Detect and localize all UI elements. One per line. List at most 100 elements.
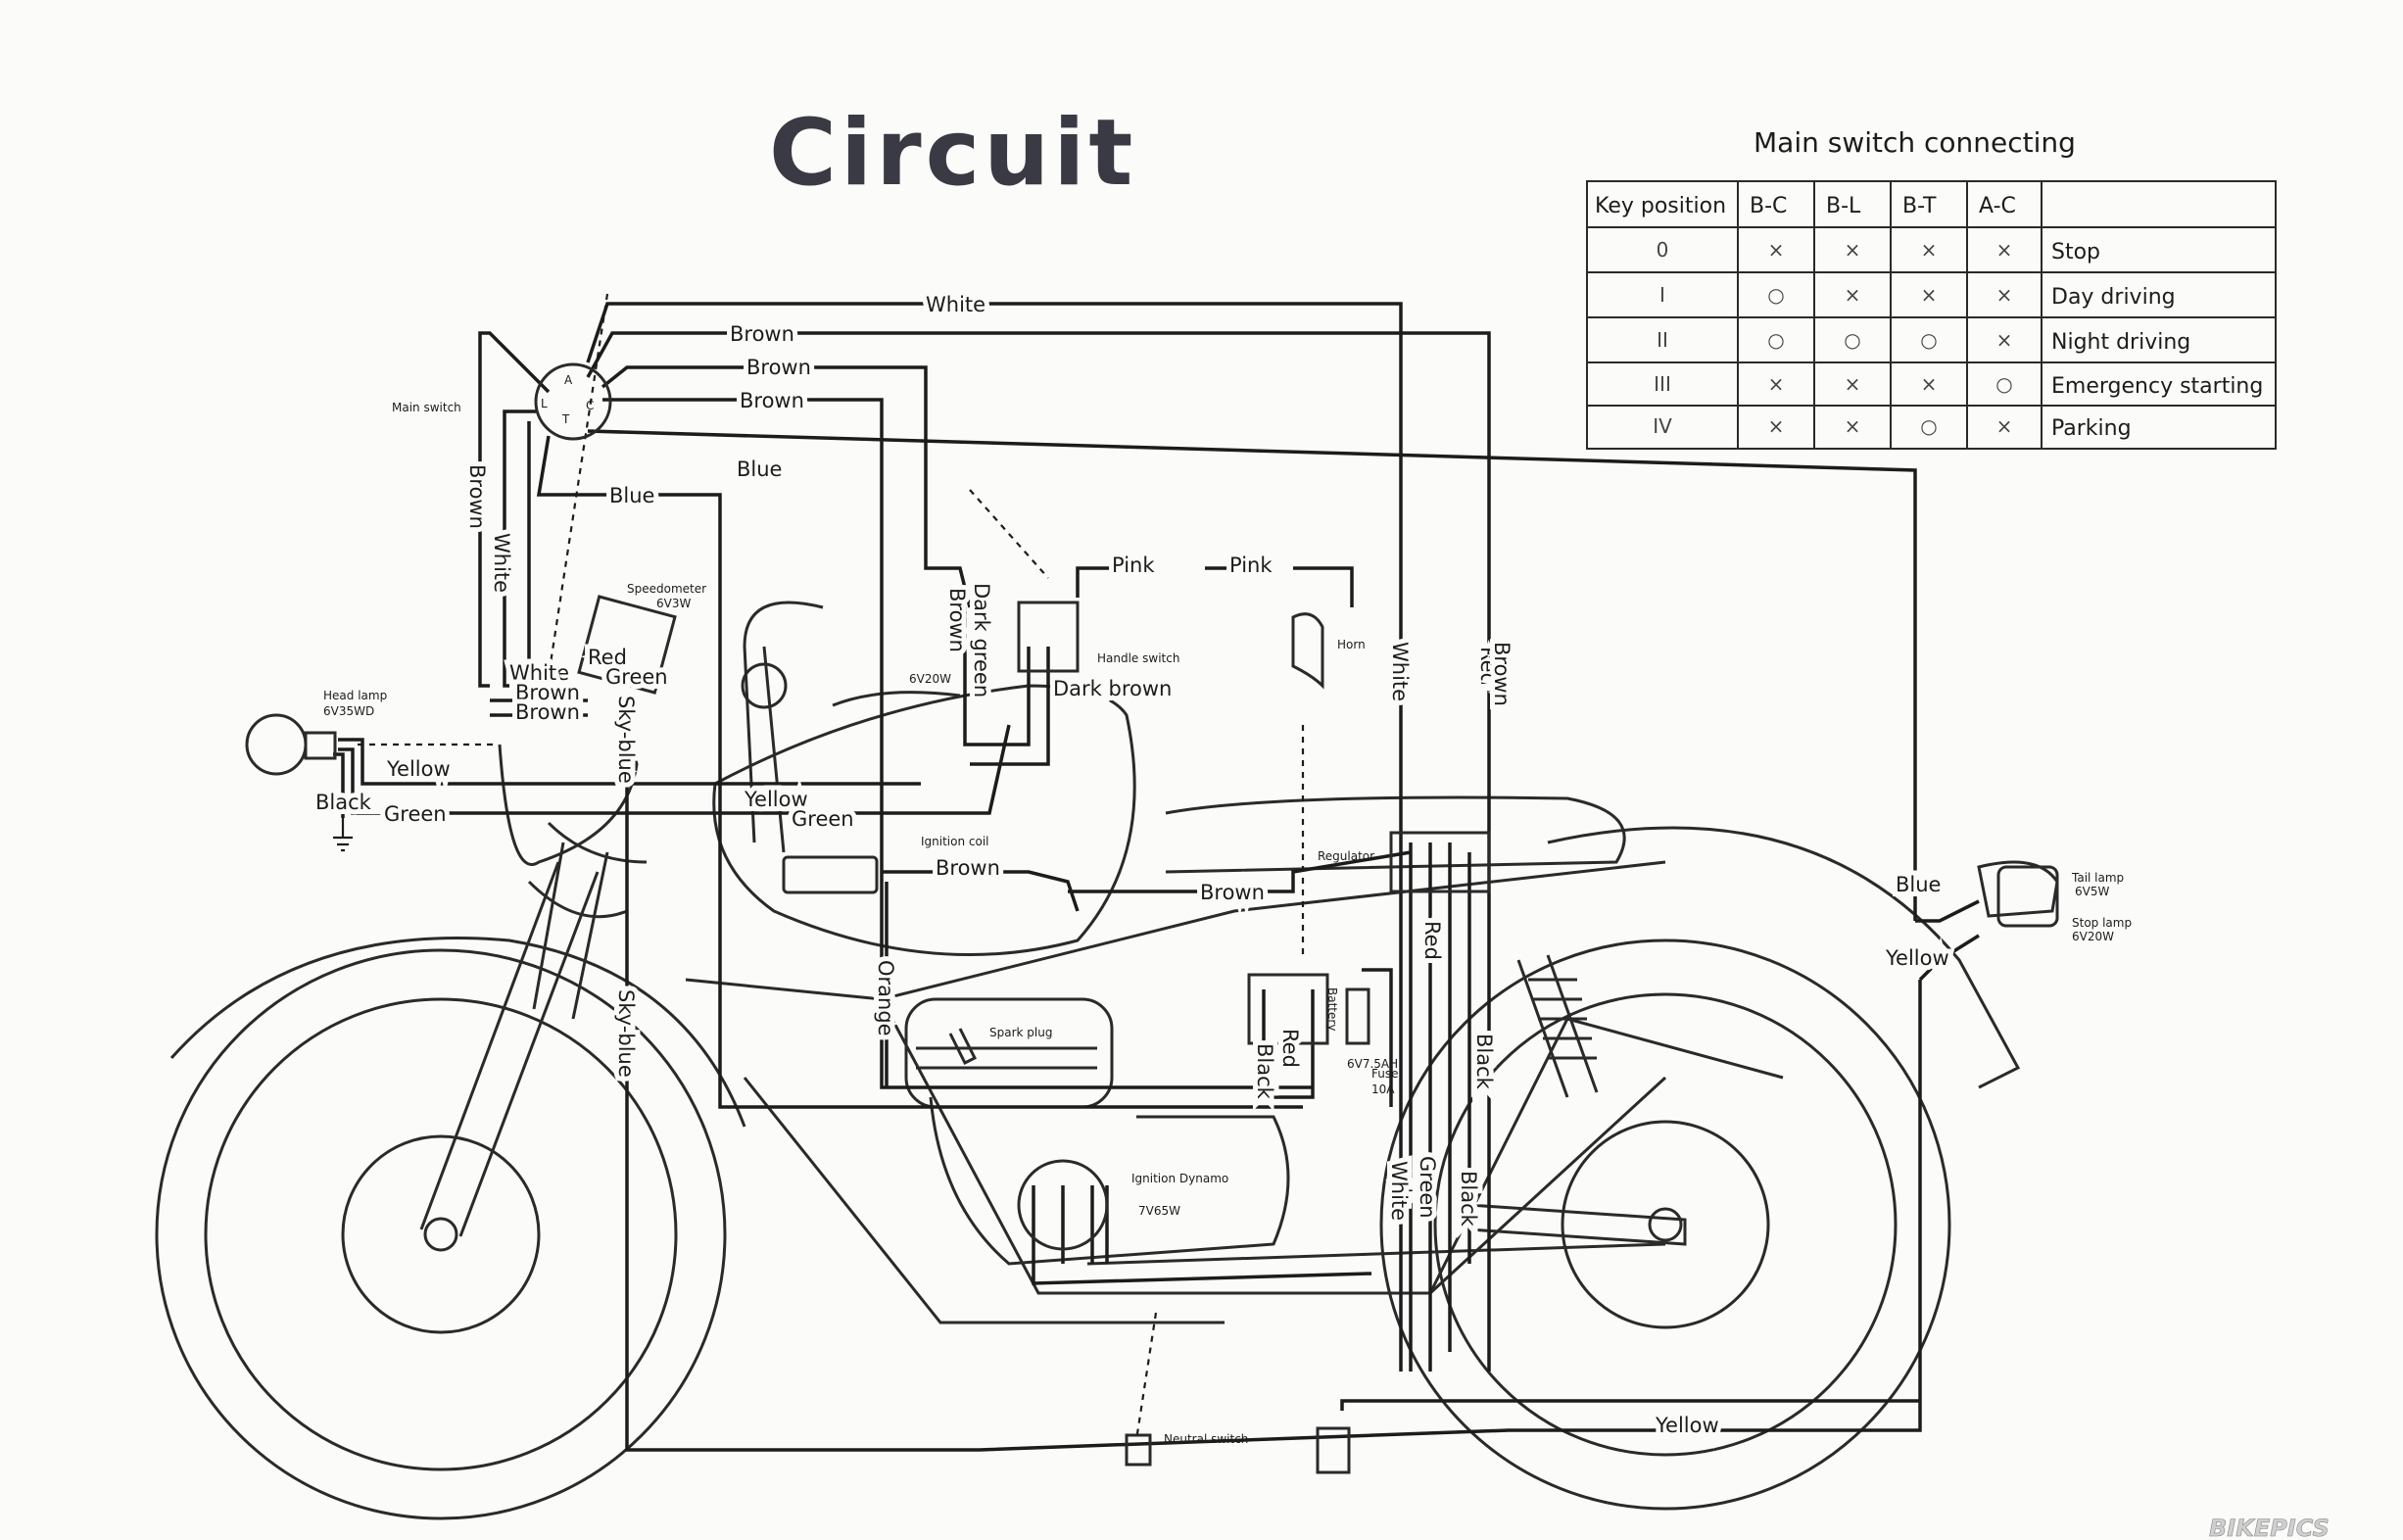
table-caption: Main switch connecting <box>1754 126 2076 159</box>
speedometer-rating: 6V3W <box>656 597 691 610</box>
row-key: 0 <box>1657 238 1669 262</box>
row-cell: ○ <box>1844 328 1860 352</box>
row-mode: Stop <box>2051 240 2100 265</box>
row-cell: ○ <box>1920 328 1937 352</box>
wire-label: Blue <box>737 457 782 481</box>
row-cell: × <box>1768 414 1785 438</box>
wire-label: Yellow <box>1885 946 1949 970</box>
wire-label: Green <box>1416 1156 1439 1219</box>
horn-symbol <box>1291 612 1324 690</box>
tail-lamp-label: Tail lamp <box>2071 871 2124 885</box>
row-cell: × <box>1996 414 2013 438</box>
wire-label: Black <box>315 791 372 814</box>
head-lamp-bulb <box>245 713 308 776</box>
row-cell: ○ <box>1767 283 1784 307</box>
wire-label: Black <box>1253 1043 1276 1100</box>
row-key: IV <box>1653 414 1672 438</box>
page-title: Circuit <box>769 100 1136 207</box>
wire-label: Green <box>605 665 668 689</box>
watermark-logo: BIKEPICS <box>2209 1515 2330 1540</box>
wire-label: Blue <box>1896 873 1941 896</box>
wire-label: White <box>1388 642 1412 701</box>
wire-label: Red <box>1278 1029 1302 1068</box>
handle-switch-symbol <box>1017 601 1080 673</box>
fuse-symbol <box>1345 987 1370 1045</box>
wire-label: Brown <box>515 700 580 724</box>
wire-label: Green <box>384 802 447 826</box>
row-mode: Night driving <box>2051 330 2190 355</box>
row-key: I <box>1659 283 1665 307</box>
wire-label: Red <box>1420 921 1444 960</box>
row-cell: × <box>1768 238 1785 262</box>
header-b-c: B-C <box>1750 194 1787 218</box>
wire-label: Black <box>1457 1171 1480 1227</box>
row-cell: ○ <box>1995 372 2012 396</box>
ignition-coil-symbol <box>782 855 879 894</box>
row-cell: × <box>1996 283 2013 307</box>
ignition-dynamo-symbol <box>1017 1159 1109 1251</box>
row-cell: × <box>1845 414 1861 438</box>
horn-label: Horn <box>1337 638 1366 651</box>
fuse-rating: 10A <box>1371 1083 1395 1096</box>
main-switch-label: Main switch <box>392 401 461 414</box>
header-b-t: B-T <box>1902 194 1937 218</box>
wire-label: Blue <box>609 484 654 507</box>
wire-label: Dark green <box>970 583 993 698</box>
motorcycle-outline <box>155 601 2059 1520</box>
regulator-symbol <box>1389 831 1491 893</box>
header-a-c: A-C <box>1979 194 2016 218</box>
row-cell: × <box>1921 372 1938 396</box>
speedometer-label: Speedometer <box>627 582 706 596</box>
header-key-position: Key position <box>1595 194 1726 218</box>
main-switch-table: Main switch connecting Key position B-C … <box>1586 126 2277 450</box>
wire-label: Brown <box>1200 881 1265 904</box>
wire-label: Yellow <box>744 788 808 811</box>
row-cell: × <box>1996 328 2013 352</box>
row-cell: ○ <box>1767 328 1784 352</box>
tail-lamp-symbol <box>1996 865 2059 928</box>
fuse-label: Fuse <box>1371 1067 1399 1081</box>
wire-label: White <box>1387 1161 1411 1221</box>
wire-label: Brown <box>1490 642 1514 706</box>
battery-label: Battery <box>1325 987 1339 1031</box>
wire-label: Brown <box>515 681 580 704</box>
dynamo-rating: 7V65W <box>1138 1204 1180 1218</box>
header-b-l: B-L <box>1826 194 1861 218</box>
wire-label: Red <box>588 646 627 669</box>
wire-label: Brown <box>465 464 489 529</box>
wire-label: Orange <box>874 960 897 1036</box>
tail-lamp-rating: 6V5W <box>2075 885 2109 898</box>
wire-label: Brown <box>936 856 1000 880</box>
regulator-label: Regulator <box>1318 849 1374 863</box>
row-cell: × <box>1921 238 1938 262</box>
wire-label: White <box>490 533 513 593</box>
stop-lamp-rating: 6V20W <box>2072 930 2114 943</box>
neutral-switch-symbol <box>1125 1433 1152 1467</box>
components: A L C T Main switch Head lamp 6V35WD Spe… <box>245 362 2132 1474</box>
wire-label: Black <box>1472 1034 1496 1090</box>
row-cell: × <box>1845 238 1861 262</box>
row-cell: ○ <box>1920 414 1937 438</box>
wire-labels: White Brown Brown Brown Blue Blue Brown … <box>311 288 1954 1442</box>
stop-lamp-label: Stop lamp <box>2072 916 2132 930</box>
row-mode: Emergency starting <box>2051 374 2263 399</box>
wire-label: Brown <box>730 322 794 346</box>
svg-text:L: L <box>541 397 548 410</box>
row-key: II <box>1657 328 1668 352</box>
handle-switch-label: Handle switch <box>1097 651 1179 665</box>
wire-label: Dark brown <box>1053 677 1172 700</box>
wire-label: Sky-blue <box>614 696 638 784</box>
row-mode: Day driving <box>2051 285 2176 310</box>
wire-label: Pink <box>1112 553 1155 577</box>
spark-plug-symbol <box>948 1028 978 1066</box>
ignition-coil-label: Ignition coil <box>921 835 989 848</box>
wire-label: Green <box>792 807 854 831</box>
wire-label: White <box>926 293 985 316</box>
wire-label: Sky-blue <box>614 989 638 1078</box>
row-cell: × <box>1921 283 1938 307</box>
wire-label: Brown <box>740 389 804 412</box>
row-cell: × <box>1845 283 1861 307</box>
neutral-switch-label: Neutral switch <box>1164 1432 1248 1446</box>
